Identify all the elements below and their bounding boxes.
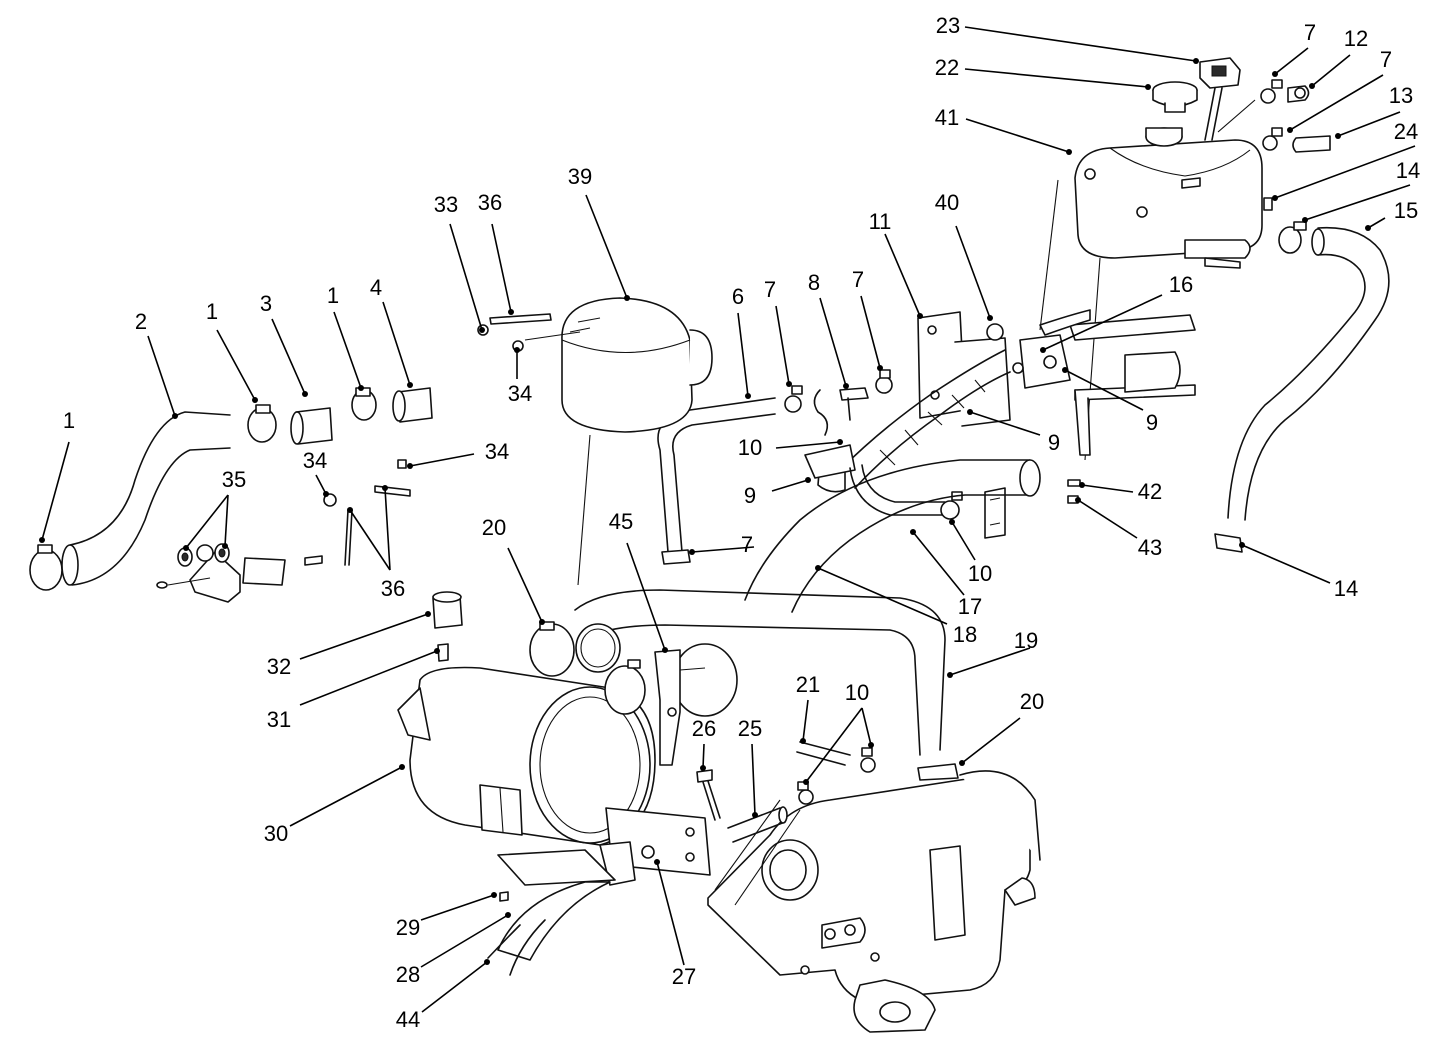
radiator-cap — [1152, 81, 1198, 113]
callout-27: 27 — [672, 964, 696, 989]
callout-9: 9 — [1146, 410, 1158, 435]
gasket-set — [156, 459, 411, 603]
callout-23: 23 — [936, 13, 960, 38]
callout-16: 16 — [1169, 272, 1193, 297]
callout-45: 45 — [609, 509, 633, 534]
callout-7: 7 — [852, 267, 864, 292]
callout-43: 43 — [1138, 535, 1162, 560]
callout-29: 29 — [396, 915, 420, 940]
callout-10: 10 — [845, 680, 869, 705]
callout-24: 24 — [1394, 119, 1418, 144]
callout-31: 31 — [267, 707, 291, 732]
callout-20: 20 — [1020, 689, 1044, 714]
callout-14: 14 — [1396, 158, 1420, 183]
callout-26: 26 — [692, 716, 716, 741]
air-cleaner — [477, 297, 713, 586]
callout-10: 10 — [738, 435, 762, 460]
bracket-45 — [654, 649, 706, 766]
callout-34: 34 — [485, 439, 509, 464]
exhaust-manifold — [707, 770, 1041, 1033]
callout-18: 18 — [953, 622, 977, 647]
callout-12: 12 — [1344, 26, 1368, 51]
callout-9: 9 — [1048, 430, 1060, 455]
callout-13: 13 — [1389, 83, 1413, 108]
callout-1: 1 — [63, 408, 75, 433]
callout-4: 4 — [370, 275, 382, 300]
callout-30: 30 — [264, 821, 288, 846]
callout-36: 36 — [478, 190, 502, 215]
sensor-32-31 — [432, 591, 463, 662]
exhaust-clamps — [529, 621, 738, 717]
callout-36: 36 — [381, 576, 405, 601]
callout-11: 11 — [869, 209, 892, 234]
callout-40: 40 — [935, 190, 959, 215]
bypass-pipe — [804, 349, 1011, 539]
callout-22: 22 — [935, 55, 959, 80]
tank-fittings — [1217, 79, 1331, 254]
callout-7: 7 — [764, 277, 776, 302]
parts-artwork — [29, 57, 1390, 1033]
callout-17: 17 — [958, 594, 982, 619]
callout-7: 7 — [1380, 47, 1392, 72]
callout-19: 19 — [1014, 628, 1038, 653]
callout-34: 34 — [508, 381, 532, 406]
lower-small-hoses — [696, 741, 876, 843]
callout-14: 14 — [1334, 576, 1358, 601]
callout-28: 28 — [396, 962, 420, 987]
expansion-tank — [1039, 127, 1263, 461]
callout-6: 6 — [732, 284, 744, 309]
radiator-hose — [1214, 226, 1390, 553]
callout-34: 34 — [303, 448, 327, 473]
callout-20: 20 — [482, 515, 506, 540]
callout-42: 42 — [1138, 479, 1162, 504]
callout-9: 9 — [744, 483, 756, 508]
callout-21: 21 — [796, 672, 820, 697]
callout-2: 2 — [135, 309, 147, 334]
callout-1: 1 — [327, 283, 339, 308]
callout-33: 33 — [434, 192, 458, 217]
mount-plate — [487, 807, 711, 976]
level-sensor — [1181, 57, 1241, 189]
muffler — [397, 666, 656, 846]
leader-lines — [41, 26, 1416, 1013]
callout-8: 8 — [808, 270, 820, 295]
callout-39: 39 — [568, 164, 592, 189]
callout-35: 35 — [222, 467, 246, 492]
callout-41: 41 — [935, 105, 959, 130]
callout-7: 7 — [741, 532, 753, 557]
callout-10: 10 — [968, 561, 992, 586]
callout-7: 7 — [1304, 20, 1316, 45]
callout-25: 25 — [738, 716, 762, 741]
hose-bracket-assembly — [917, 309, 1196, 504]
callout-32: 32 — [267, 654, 291, 679]
upper-left-hoses — [29, 387, 433, 591]
callout-44: 44 — [396, 1007, 420, 1032]
callout-3: 3 — [260, 291, 272, 316]
leader-dots — [39, 58, 1371, 965]
callout-1: 1 — [206, 299, 218, 324]
callout-labels: 23 22 41 7 12 7 13 24 14 15 39 33 36 40 … — [63, 13, 1420, 1032]
callout-15: 15 — [1394, 198, 1418, 223]
